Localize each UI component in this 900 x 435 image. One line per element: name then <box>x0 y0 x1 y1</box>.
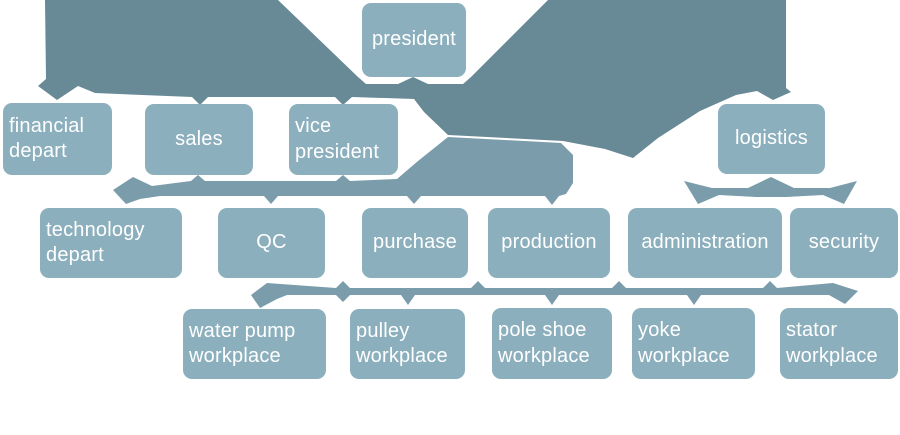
logistics-connector-band <box>684 177 857 204</box>
node-qc[interactable]: QC <box>218 208 325 278</box>
node-stator-workplace[interactable]: stator workplace <box>780 308 898 379</box>
node-administration[interactable]: administration <box>628 208 782 278</box>
node-pulley-workplace-label: pulley workplace <box>356 319 448 367</box>
level2-level3-connector-band <box>113 137 573 205</box>
node-pulley-workplace[interactable]: pulley workplace <box>350 309 465 379</box>
node-vice-president[interactable]: vice president <box>289 104 398 175</box>
node-financial-depart-label: financial depart <box>9 114 85 162</box>
node-technology-depart-label: technology depart <box>46 218 145 266</box>
node-pole-shoe-workplace[interactable]: pole shoe workplace <box>492 308 612 379</box>
node-president-label: president <box>371 28 457 51</box>
level3-level4-connector-band <box>251 281 858 308</box>
node-production-label: production <box>501 231 597 254</box>
node-logistics-label: logistics <box>735 127 808 150</box>
node-yoke-workplace-label: yoke workplace <box>638 319 730 367</box>
node-qc-label: QC <box>256 231 287 254</box>
node-pole-shoe-workplace-label: pole shoe workplace <box>498 319 590 367</box>
node-administration-label: administration <box>641 231 769 254</box>
node-sales-label: sales <box>175 127 223 150</box>
node-president[interactable]: president <box>362 3 466 77</box>
node-sales[interactable]: sales <box>145 104 253 175</box>
node-security[interactable]: security <box>790 208 898 278</box>
node-financial-depart[interactable]: financial depart <box>3 103 112 175</box>
node-security-label: security <box>808 231 880 254</box>
node-purchase-label: purchase <box>373 231 457 254</box>
president-fan-connector <box>38 0 791 158</box>
node-water-pump-workplace-label: water pump workplace <box>189 319 296 367</box>
node-purchase[interactable]: purchase <box>362 208 468 278</box>
node-vice-president-label: vice president <box>295 115 380 163</box>
node-yoke-workplace[interactable]: yoke workplace <box>632 308 755 379</box>
node-water-pump-workplace[interactable]: water pump workplace <box>183 309 326 379</box>
node-stator-workplace-label: stator workplace <box>786 319 878 367</box>
node-technology-depart[interactable]: technology depart <box>40 208 182 278</box>
node-production[interactable]: production <box>488 208 610 278</box>
node-logistics[interactable]: logistics <box>718 104 825 174</box>
